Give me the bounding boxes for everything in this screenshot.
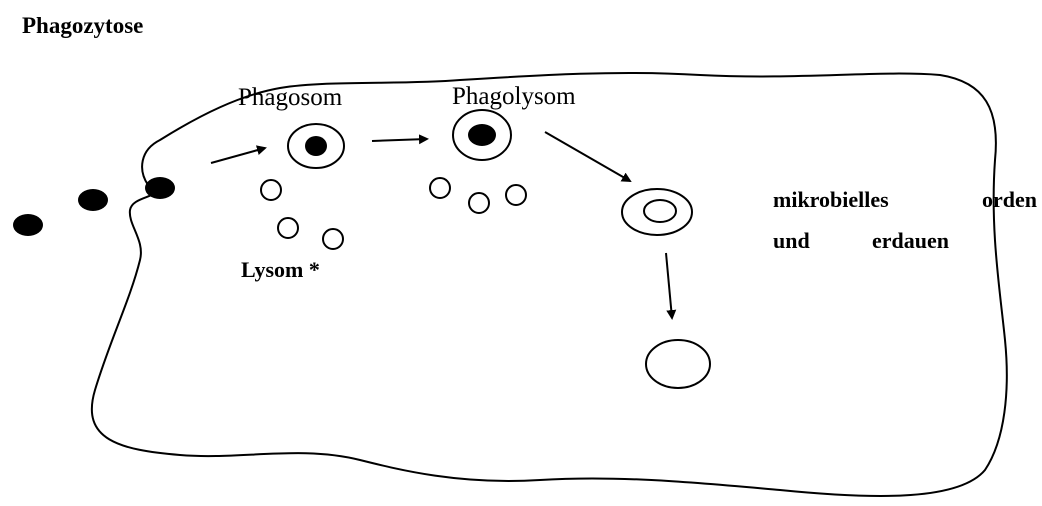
result-word: erdauen: [872, 230, 949, 252]
label-result-line-2: und erdauen: [773, 230, 949, 252]
lysosome: [323, 229, 343, 249]
result-word: mikrobielles: [773, 189, 889, 211]
lysosome: [278, 218, 298, 238]
lysosome: [506, 185, 526, 205]
diagram-title: Phagozytose: [22, 14, 143, 37]
cell-membrane: [92, 73, 1007, 496]
residual-body: [646, 340, 710, 388]
microbe-particle: [13, 214, 43, 236]
arrow: [211, 148, 265, 163]
lysosome: [469, 193, 489, 213]
result-word: orden: [982, 189, 1037, 211]
phagolysosome-microbe: [468, 124, 496, 146]
label-phagolysom: Phagolysom: [452, 84, 576, 109]
microbe-particle: [78, 189, 108, 211]
microbe-particle: [145, 177, 175, 199]
phagosome-microbe: [305, 136, 327, 156]
lysosome: [261, 180, 281, 200]
digestion-vacuole-outer: [622, 189, 692, 235]
label-result-line-1: mikrobielles orden: [773, 189, 1037, 211]
label-phagosom: Phagosom: [238, 85, 342, 110]
result-word: und: [773, 230, 810, 252]
arrow: [545, 132, 630, 181]
arrow: [666, 253, 672, 318]
digestion-vacuole-inner: [644, 200, 676, 222]
lysosome: [430, 178, 450, 198]
label-lysom: Lysom *: [241, 259, 320, 281]
arrow: [372, 139, 427, 141]
